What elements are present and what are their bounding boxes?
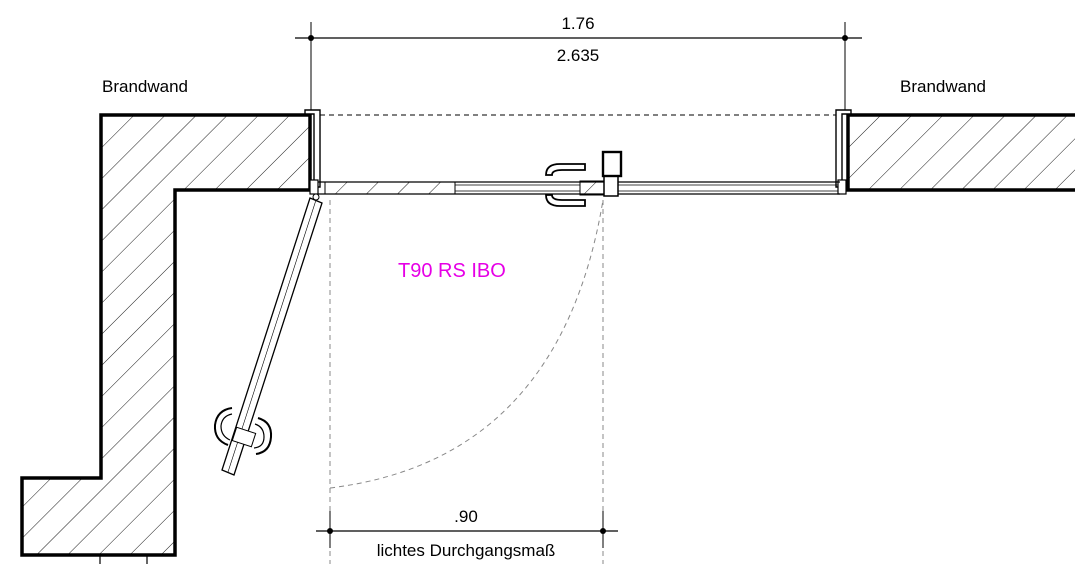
bottom-dimension: .90 lichtes Durchgangsmaß — [316, 507, 618, 560]
right-fire-wall — [846, 113, 1075, 192]
left-fire-wall — [20, 113, 312, 557]
sliding-door-track — [318, 175, 840, 197]
door-stop-block — [601, 150, 623, 178]
door-handle-top — [545, 163, 586, 207]
door-handle-leaf — [213, 407, 273, 455]
top-dimension: 1.76 2.635 — [295, 14, 862, 110]
left-jamb-frame — [304, 109, 321, 195]
wall-label-right: Brandwand — [900, 77, 986, 96]
door-type-label: T90 RS IBO — [398, 260, 506, 282]
right-jamb-frame — [835, 109, 852, 195]
bottom-left-ticks — [99, 556, 148, 564]
dim-bottom-label: lichtes Durchgangsmaß — [377, 541, 556, 560]
swing-geometry — [329, 199, 604, 564]
dim-top-lower: 2.635 — [557, 46, 600, 65]
dim-bottom-value: .90 — [454, 507, 478, 526]
dim-top-upper: 1.76 — [561, 14, 594, 33]
wall-label-left: Brandwand — [102, 77, 188, 96]
hinged-door-leaf — [221, 193, 323, 476]
